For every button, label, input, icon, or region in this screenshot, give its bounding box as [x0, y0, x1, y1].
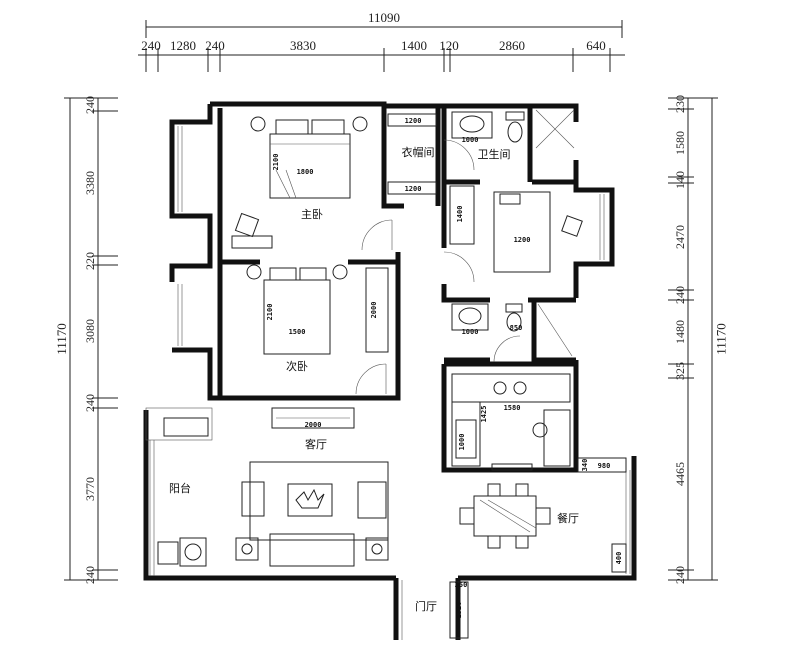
- room-bathroom: 卫生间: [478, 147, 511, 161]
- right-dim-1: 230: [673, 95, 687, 113]
- master-bed-length: 2100: [272, 154, 280, 171]
- third-bedroom: [449, 185, 583, 273]
- master-bed-width: 1800: [297, 168, 314, 176]
- top-dim-1: 240: [141, 38, 161, 53]
- balcony-fixtures: [157, 417, 209, 567]
- master-desk: [231, 212, 273, 249]
- closet-bottom-dim: 1200: [405, 185, 422, 193]
- walls: [143, 101, 637, 581]
- living-room-furniture: [235, 407, 389, 567]
- dining-furniture: [459, 457, 627, 573]
- kitchen-fixtures: [451, 373, 571, 471]
- bed3-dim: 1200: [514, 236, 531, 244]
- right-dim-5: 240: [673, 286, 687, 304]
- right-dim-8: 4465: [673, 462, 687, 486]
- kitchen-lower-dim: 1000: [458, 434, 466, 451]
- top-dim-8: 640: [586, 38, 606, 53]
- wardrobe2-dim: 2000: [370, 302, 378, 319]
- kitchen-counter-dim: 1580: [504, 404, 521, 412]
- right-dim-9: 240: [673, 566, 687, 584]
- right-dim-6: 1480: [673, 320, 687, 344]
- top-dim-4: 3830: [290, 38, 316, 53]
- left-dim-6: 3770: [83, 477, 97, 501]
- bathroom-fixtures: [451, 109, 575, 149]
- top-total-dimension: 11090: [368, 10, 400, 25]
- left-total-dimension: 11170: [54, 323, 69, 355]
- left-dim-4: 3080: [83, 319, 97, 343]
- kitchen-side-dim: 1425: [480, 406, 488, 423]
- dining-cabinet-dim: 980: [598, 462, 611, 470]
- second-bed: [246, 264, 389, 355]
- right-total-dimension: 11170: [714, 323, 729, 355]
- top-dim-7: 2860: [499, 38, 525, 53]
- foyer: [393, 578, 469, 640]
- right-dimension-lines: [668, 97, 718, 581]
- top-dim-6: 120: [439, 38, 459, 53]
- wardrobe-small-dim: 1400: [456, 206, 464, 223]
- room-dining: 餐厅: [557, 511, 579, 525]
- bed2-width-dim: 1500: [289, 328, 306, 336]
- bed2-length-dim: 2100: [266, 304, 274, 321]
- top-dim-2: 1280: [170, 38, 196, 53]
- top-dimension-lines: [138, 20, 625, 72]
- foyer-small-dim: 350: [455, 581, 468, 589]
- doors: [355, 139, 521, 395]
- dining-side-dim: 400: [615, 552, 623, 565]
- master-bed: [250, 116, 368, 199]
- left-dim-7: 240: [83, 566, 97, 584]
- bathroom2-fixtures: [451, 303, 573, 357]
- room-balcony: 阳台: [169, 481, 191, 495]
- left-dimension-lines: [64, 97, 118, 581]
- dining-small-dim: 340: [581, 459, 589, 472]
- left-dim-1: 240: [83, 96, 97, 114]
- right-dim-7: 325: [673, 362, 687, 380]
- foyer-cabinet-dim: 1320: [455, 602, 463, 619]
- closet-top-dim: 1200: [405, 117, 422, 125]
- room-closet: 衣帽间: [402, 145, 435, 159]
- right-dim-4: 2470: [673, 225, 687, 249]
- room-foyer: 门厅: [415, 599, 437, 613]
- left-dim-2: 3380: [83, 171, 97, 195]
- right-dim-2: 1580: [673, 131, 687, 155]
- sink2-dim: 1000: [462, 328, 479, 336]
- right-dim-3: 140: [673, 171, 687, 189]
- left-dim-5: 240: [83, 394, 97, 412]
- top-dim-3: 240: [205, 38, 225, 53]
- toilet2-dim: 850: [510, 324, 523, 332]
- room-second-bedroom: 次卧: [286, 359, 308, 373]
- windows: [145, 126, 631, 576]
- top-dim-5: 1400: [401, 38, 427, 53]
- left-dim-3: 220: [83, 252, 97, 270]
- bath-sink-dim: 1000: [462, 136, 479, 144]
- room-master-bedroom: 主卧: [301, 208, 323, 221]
- tv-cabinet-dim: 2000: [305, 421, 322, 429]
- closet-fixtures: [387, 113, 437, 195]
- room-living-room: 客厅: [305, 437, 327, 451]
